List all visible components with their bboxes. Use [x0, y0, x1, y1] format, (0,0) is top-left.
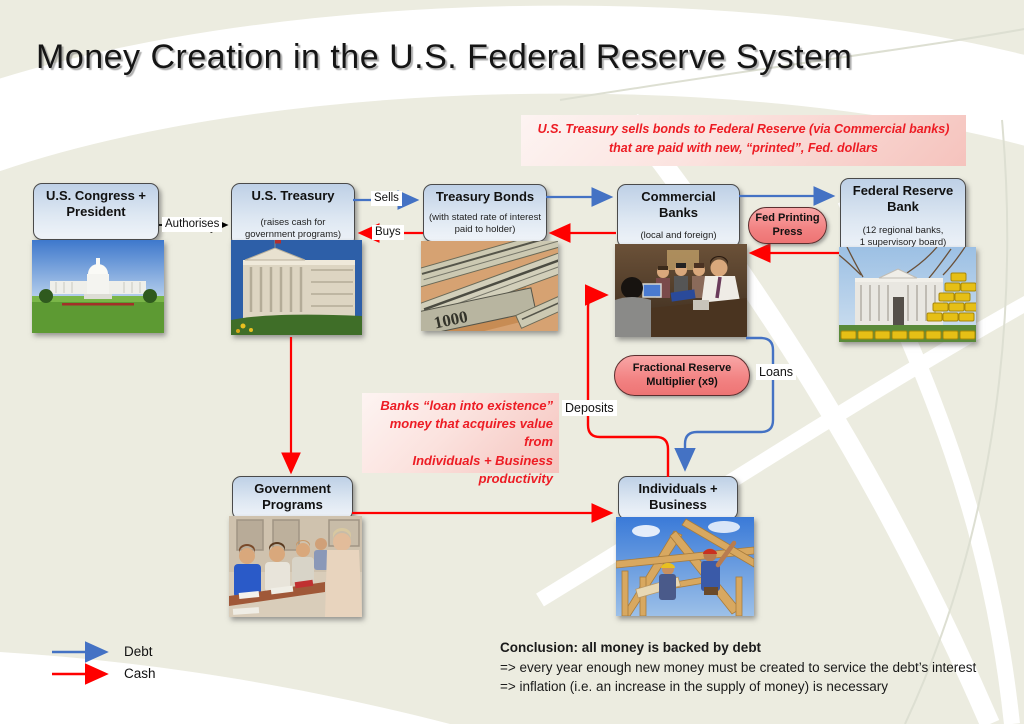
oval-fed-printing-press: Fed Printing Press — [748, 207, 827, 244]
callout-treasury-sells-bonds: U.S. Treasury sells bonds to Federal Res… — [521, 115, 966, 166]
node-title: U.S. Congress + President — [45, 188, 147, 219]
legend-cash-label: Cash — [124, 666, 156, 681]
individuals-business-photo — [616, 517, 754, 616]
node-subtitle: (12 regional banks, 1 supervisory board) — [859, 225, 947, 249]
node-treasury-bonds: Treasury Bonds (with stated rate of inte… — [423, 184, 547, 242]
treasury-building-photo — [231, 240, 362, 335]
edge-label-deposits: Deposits — [562, 400, 617, 417]
node-title: U.S. Treasury — [251, 188, 335, 203]
node-subtitle: (raises cash for government programs) — [244, 217, 342, 241]
legend-debt-label: Debt — [124, 644, 153, 659]
arrow-loans — [674, 336, 775, 472]
conclusion-line-2: => every year enough new money must be c… — [500, 659, 977, 675]
node-government-programs: Government Programs — [232, 476, 353, 520]
node-commercial-banks: Commercial Banks (local and foreign) — [617, 184, 740, 248]
government-programs-photo — [229, 516, 362, 617]
conclusion-line-3: => inflation (i.e. an increase in the su… — [500, 679, 888, 695]
arrow-deposits — [584, 284, 670, 477]
conclusion-heading: Conclusion: all money is backed by debt — [500, 640, 762, 655]
treasury-bonds-photo: 1000 — [421, 241, 558, 331]
node-title: Individuals + Business — [638, 481, 718, 512]
conclusion-block: Conclusion: all money is backed by debt … — [500, 638, 1020, 697]
oval-fractional-reserve-multiplier: Fractional Reserve Multiplier (x9) — [614, 355, 750, 396]
node-us-treasury: U.S. Treasury (raises cash for governmen… — [231, 183, 355, 247]
edge-label-loans: Loans — [756, 364, 797, 381]
node-title: Government Programs — [254, 481, 331, 512]
edge-label-buys: Buys — [372, 225, 404, 240]
node-subtitle: (with stated rate of interest paid to ho… — [429, 212, 541, 236]
page-title: Money Creation in the U.S. Federal Reser… — [36, 38, 853, 76]
edge-label-sells: Sells — [371, 191, 402, 206]
node-subtitle: (local and foreign) — [640, 230, 717, 242]
capitol-photo — [32, 240, 164, 333]
node-individuals-business: Individuals + Business — [618, 476, 738, 520]
commercial-bank-photo — [615, 244, 747, 337]
node-us-congress-president: U.S. Congress + President — [33, 183, 159, 240]
node-title: Treasury Bonds — [435, 189, 535, 204]
federal-reserve-photo — [839, 247, 976, 342]
node-title: Commercial Banks — [641, 189, 716, 220]
edge-label-authorises: Authorises — [162, 217, 223, 232]
node-title: Federal Reserve Bank — [852, 183, 954, 214]
callout-banks-loan-into-existence: Banks “loan into existence” money that a… — [362, 393, 559, 486]
node-federal-reserve-bank: Federal Reserve Bank (12 regional banks,… — [840, 178, 966, 255]
